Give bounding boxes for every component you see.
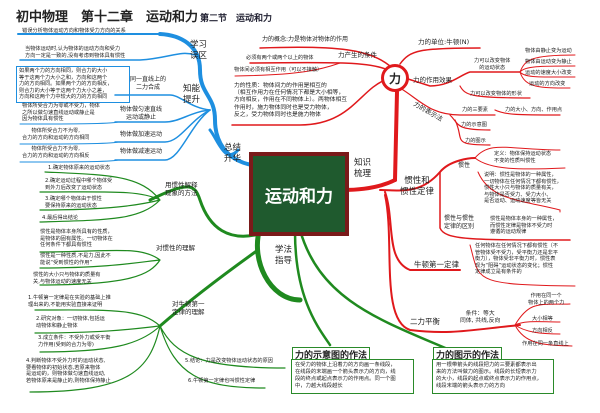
central-topic: 运动和力 xyxy=(249,152,349,236)
force-diagram: 力的示意图 xyxy=(461,122,487,128)
resultant-label: 同一直线上的 二力合成 xyxy=(130,76,167,91)
mistakes-label: 学习 误区 xyxy=(190,40,208,62)
newton-understanding: 5.结论：力是改变物体运动状态的原因 xyxy=(185,358,273,364)
newton-law-label: 牛顿第一定律 xyxy=(414,260,459,269)
inertia-difference-text: 惯性是物体本身的一种属性， 而惯性定律是物体不受力时 遵循的运动规律 xyxy=(490,216,558,235)
force-condition: 物体间必须有相互作用（可以不接触） xyxy=(234,67,323,73)
page-title: 初中物理 第十二章 运动和力 xyxy=(16,10,199,25)
force-node: 力 xyxy=(381,64,409,92)
summary-label: 总结 升华 xyxy=(224,143,242,165)
balance-item: 作用在同一个 物体上的两个力 xyxy=(528,293,565,306)
effect-item: 物体由运动变为静止 xyxy=(525,59,572,65)
balance-item: 方向相反 xyxy=(532,328,553,334)
motion-label: 物体做匀速直线 运动或静止 xyxy=(120,106,163,121)
newton-understanding: 6.牛顿第一定律也叫惯性定律 xyxy=(188,378,256,384)
inertia-explanation: 说明：惯性是物体的一种属性， 一切物体在任何情况下都有惯性， 惯性大小只与物体的… xyxy=(484,172,562,204)
balance-item: 大小相等 xyxy=(532,316,553,322)
balance-condition: 条件：等大 同体, 共线,反向 xyxy=(460,311,501,325)
balance-item: 作用在同一条直线上 xyxy=(522,341,569,347)
motion-text: 物体所受合力不为零, 合力的方向和运动的方向相同 xyxy=(22,128,90,141)
balance-label: 二力平衡 xyxy=(410,317,440,326)
force-concept: 力的概念:力是物体对物体的作用 xyxy=(262,36,349,43)
newton-law-text: 任何物体在任何情况下都有惯性（不 管物体受不受力，受平衡力还是非平 衡力），物体… xyxy=(475,243,559,275)
motion-text: 物体所受合力不为零, 合力的方向和运动的方向相反 xyxy=(22,146,90,159)
inertia-understanding: 惯性是物体本身所具有的性质， 是物体的固有属性。一切物体在 任何条件下都具有惯性 xyxy=(40,229,113,248)
mistake-item: 错误分析物体运动方向和物体受力方向的关系 xyxy=(22,28,126,34)
motion-text: 物体所受合力为零或不受力，物体 之所以做匀速直线运动或静止是 因为物体具有惯性 xyxy=(22,103,100,122)
inertia-label: 惯性 xyxy=(458,162,471,169)
mistake-item: 当物体运动时,认为物体的运动方向和受力 方向一定是一致的,没有考虑到物体具有惯性 xyxy=(25,46,126,59)
effect-item: 物体由静止变为运动 xyxy=(525,48,572,54)
force-condition: 必须有两个或两个以上的物体 xyxy=(246,55,314,61)
knowledge-label: 知识 梳理 xyxy=(354,158,372,180)
effect-motion-state: 力可以改变物体 的运动状态 xyxy=(474,58,511,71)
explain-step: 1.确定物体原来的运动状态 xyxy=(48,165,111,171)
newton-understanding: 3.成立条件：不受外力或受平衡 力作用(受到的合力为零) xyxy=(38,335,111,348)
explain-method-label: 用惯性解释 现象的方法 xyxy=(165,181,198,198)
graphic-method-title: 力的图示的作法 xyxy=(433,347,503,361)
inertia-definition: 定义：物体保持运动状态 不变的性质叫惯性 xyxy=(494,151,552,164)
three-elements-detail: 力的大小、方向、作用点 xyxy=(505,107,563,113)
inertia-difference-label: 惯性与惯性 定律的区别 xyxy=(444,215,475,230)
force-graphic: 力的图示 xyxy=(465,138,486,144)
explain-step: 3.确定哪个物体由于惯性 要保持原来的运动状态 xyxy=(45,196,102,209)
motion-label: 物体做加速运动 xyxy=(120,131,163,138)
force-unit: 力的单位:牛顿(N) xyxy=(418,38,470,46)
explain-step: 4.最后得出结论 xyxy=(42,215,79,221)
method-label: 学法 指导 xyxy=(275,245,293,267)
force-property: 力的性质：物体间力的作用是相互的 （相互作用力在任何情况下都是大小相等， 方向相… xyxy=(234,83,348,118)
newton-understanding: 1.牛顿第一定律是在实验的基础上推 理出来的,不能用实验直接来证明 xyxy=(28,295,111,308)
improve-label: 知能 提升 xyxy=(183,84,201,106)
blue-branches xyxy=(17,32,254,167)
understand-newton-label: 对牛顿第一 定律的理解 xyxy=(172,300,205,317)
inertia-understanding: 惯性的大小只与物体的质量有 关,与物体运动的速度无关 xyxy=(33,272,101,285)
green-branches xyxy=(29,171,452,393)
resultant-text: 如果两个力的方向相同，则合力的大小 等于这两个力大小之和，方向和这两个 力的方向… xyxy=(16,66,130,103)
red-branches xyxy=(231,46,576,347)
graphic-method-text: 用一根带箭头的线段把力的三要素都表示出 来的方法叫做力的图示。线段的长短表示力 … xyxy=(432,359,554,394)
motion-label: 物体做减速运动 xyxy=(120,148,163,155)
newton-understanding: 2.研究对象：一切物体,包括运 动物体和静止物体 xyxy=(36,316,105,329)
newton-understanding: 4.判断物体不受外力时的运动状态, 要看物体的初始状态,若原来物体 是运动的，则… xyxy=(26,358,111,384)
explain-step: 2.确定运动过程中哪个物体受 到外力后改变了运动状态 xyxy=(45,178,113,191)
understand-inertia-label: 对惯性的理解 xyxy=(156,244,195,252)
three-elements: 力的三要素 xyxy=(462,107,488,113)
diagram-method-text: 在受力的物体上沿着力的方向画一条线段， 在线段的末端画一个箭头表示力的方向，线 … xyxy=(291,359,414,394)
inertia-understanding: 惯性是一种性质,不是力,因此不 能说“受到惯性的作用” xyxy=(40,253,111,266)
diagram-method-title: 力的示意图的作法 xyxy=(292,347,371,361)
force-conditions-label: 力产生的条件 xyxy=(338,51,377,59)
force-effects-label: 力的作用效果 xyxy=(413,76,452,84)
effect-item: 运动的方向改变 xyxy=(529,81,566,87)
effect-item: 运动的速度大小改变 xyxy=(525,70,572,76)
effect-shape: 力可以改变物体的形状 xyxy=(470,91,522,97)
section-title: 第二节 运动和力 xyxy=(200,14,273,24)
inertia-law-label: 惯性和 惯性定律 xyxy=(400,176,435,198)
